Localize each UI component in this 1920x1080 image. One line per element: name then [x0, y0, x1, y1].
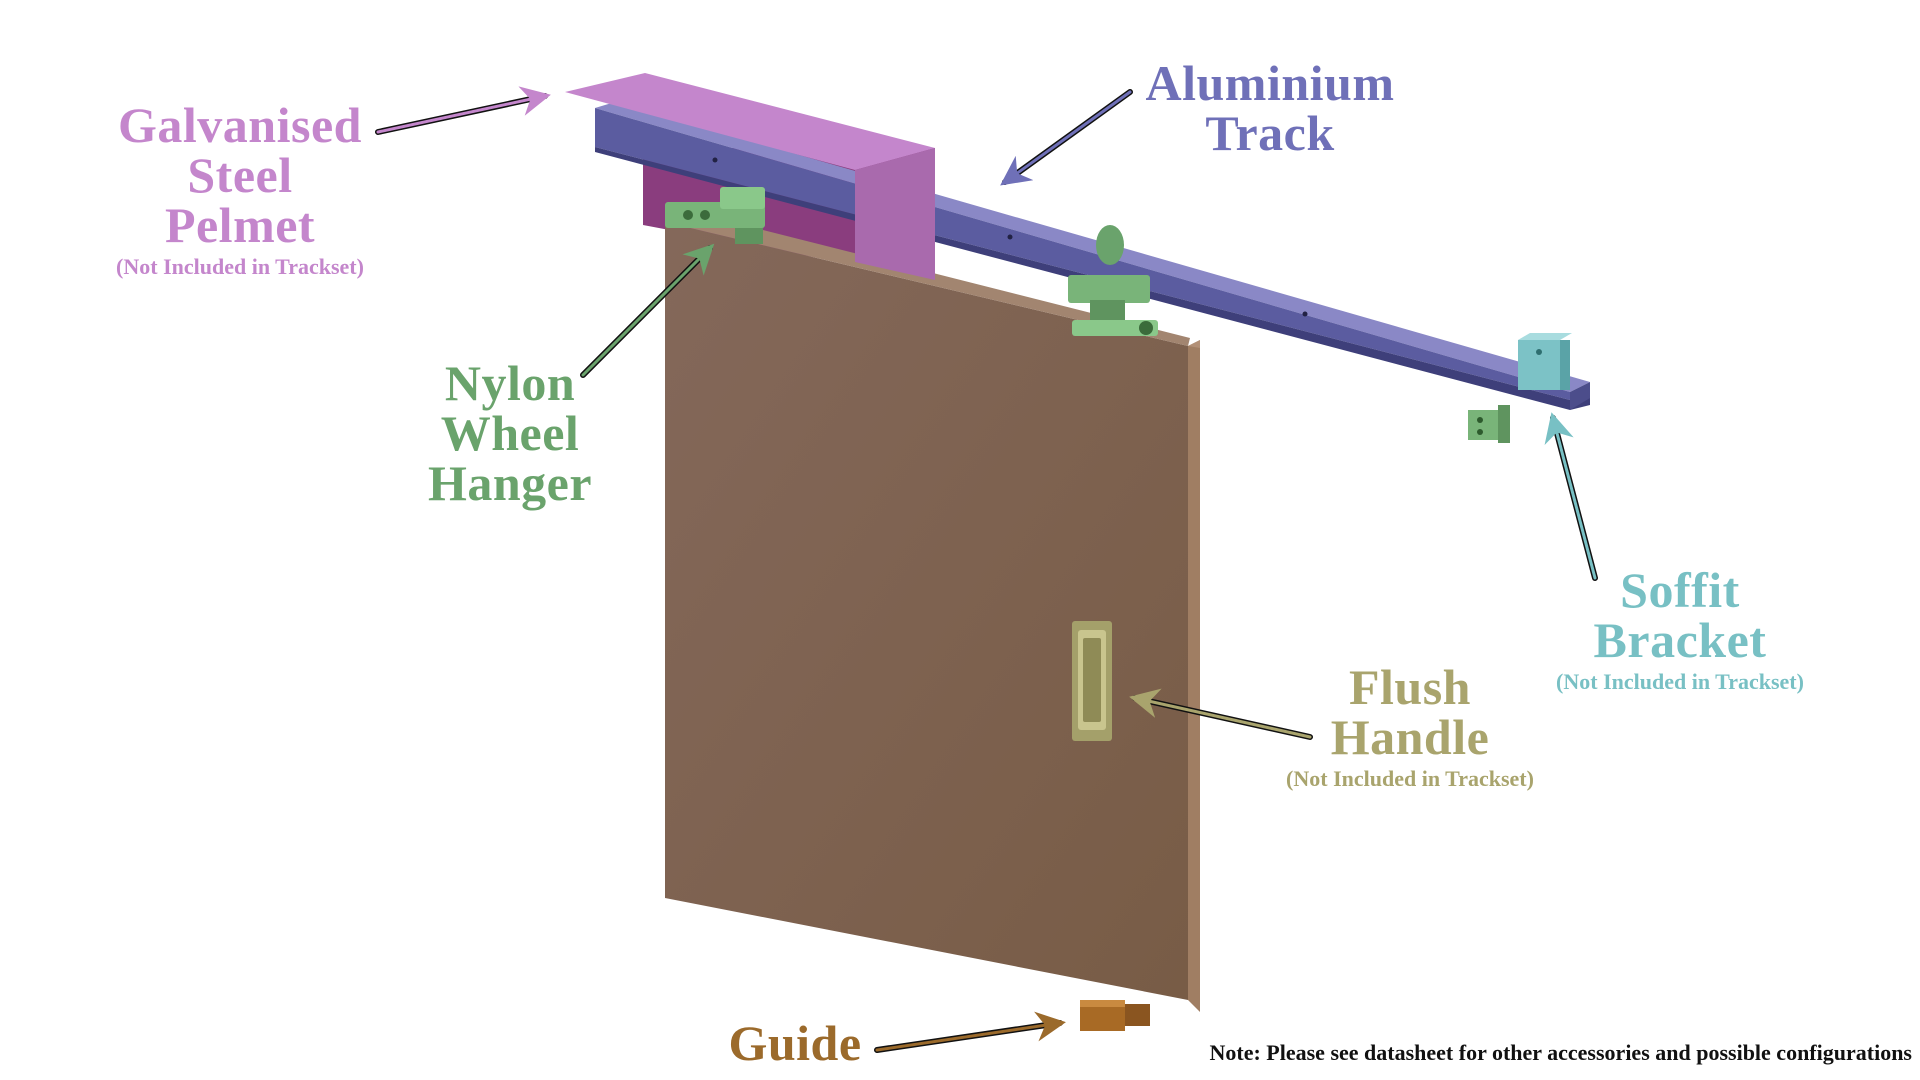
pelmet-label-line: Pelmet — [164, 197, 316, 253]
soffit-arrow — [1544, 412, 1598, 581]
soffit-label-line: Soffit — [1620, 562, 1740, 618]
soffit-label-line: Bracket — [1593, 612, 1767, 668]
hanger-label-line: Hanger — [427, 455, 593, 511]
track-label: Aluminium Track — [1120, 58, 1420, 158]
door — [665, 214, 1200, 1012]
loose-bracket — [1468, 405, 1510, 443]
handle-label-line: Handle — [1330, 709, 1490, 765]
hanger-label-line: Wheel — [440, 405, 580, 461]
track-screw-hole — [712, 157, 718, 163]
pelmet-label: Galvanised Steel Pelmet (Not Included in… — [80, 100, 400, 278]
hanger-arrow — [580, 243, 715, 378]
track-screw-hole — [1007, 234, 1013, 240]
guide — [1080, 1000, 1150, 1031]
handle-arrow — [1129, 688, 1313, 740]
hanger-label-line: Nylon — [444, 355, 576, 411]
wheel-hanger-left — [665, 187, 765, 244]
wheel-hanger-right — [1068, 225, 1158, 336]
handle-label-note: (Not Included in Trackset) — [1286, 766, 1534, 791]
leader-arrows — [375, 86, 1598, 1053]
guide-arrow — [874, 1011, 1066, 1053]
pelmet — [565, 73, 935, 280]
guide-label-line: Guide — [728, 1015, 862, 1071]
guide-label: Guide — [710, 1018, 880, 1068]
track-arrow — [1000, 89, 1133, 186]
datasheet-note: Note: Please see datasheet for other acc… — [1209, 1040, 1913, 1065]
flush-handle — [1072, 621, 1112, 741]
soffit-label: Soffit Bracket (Not Included in Trackset… — [1520, 565, 1840, 693]
track-label-line: Aluminium — [1145, 55, 1395, 111]
soffit-bracket — [1518, 333, 1572, 390]
track-screw-hole — [1302, 311, 1308, 317]
pelmet-label-line: Galvanised — [118, 97, 362, 153]
soffit-label-note: (Not Included in Trackset) — [1556, 669, 1804, 694]
pelmet-arrow — [375, 86, 551, 135]
pelmet-label-note: (Not Included in Trackset) — [116, 254, 364, 279]
hanger-label: Nylon Wheel Hanger — [400, 358, 620, 508]
handle-label: Flush Handle (Not Included in Trackset) — [1260, 662, 1560, 790]
pelmet-label-line: Steel — [187, 147, 293, 203]
handle-label-line: Flush — [1348, 659, 1471, 715]
track-label-line: Track — [1205, 105, 1335, 161]
